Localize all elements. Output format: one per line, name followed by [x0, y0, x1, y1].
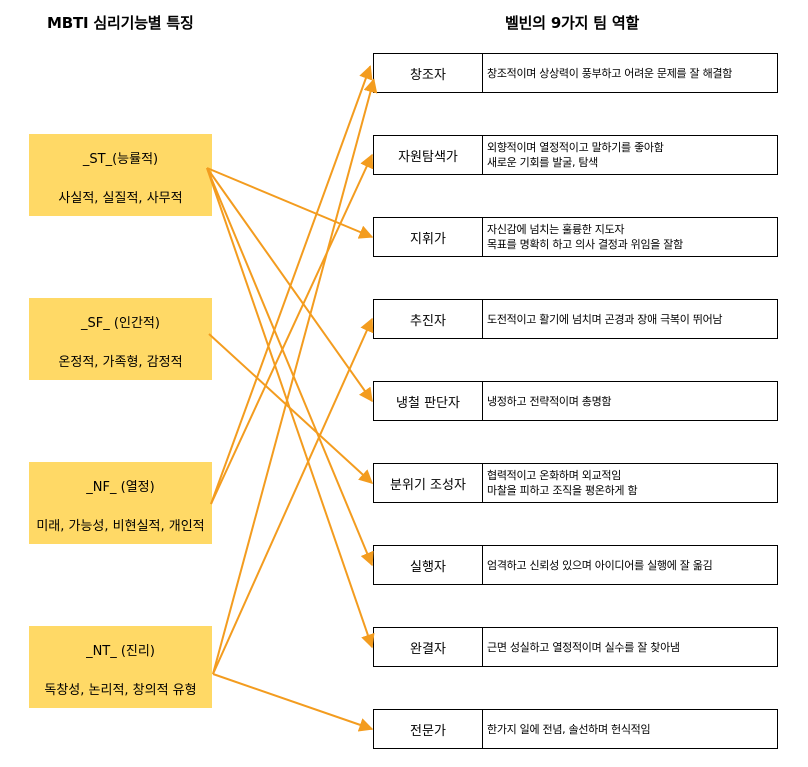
mbti-desc: 온정적, 가족형, 감정적 [58, 355, 183, 370]
role-name: 자원탐색가 [373, 135, 483, 175]
mbti-box-st: _ST_(능률적) 사실적, 실질적, 사무적 [29, 134, 212, 216]
mbti-box-sf: _SF_ (인간적) 온정적, 가족형, 감정적 [29, 298, 212, 380]
role-desc: 자신감에 넘치는 훌륭한 지도자 목표를 명확히 하고 의사 결정과 위임을 잘… [482, 217, 778, 257]
role-desc-line: 협력적이고 온화하며 외교적임 [487, 469, 622, 482]
role-desc: 도전적이고 활기에 넘치며 곤경과 장애 극복이 뛰어남 [482, 299, 778, 339]
mbti-title: _NT_ (진리) [86, 644, 155, 659]
connection-arrow [210, 65, 373, 505]
right-heading: 벨빈의 9가지 팀 역할 [505, 14, 640, 32]
role-desc-line: 엄격하고 신뢰성 있으며 아이디어를 실행에 잘 옮김 [487, 558, 713, 572]
role-desc-line: 자신감에 넘치는 훌륭한 지도자 [487, 223, 625, 236]
mbti-title: _SF_ (인간적) [81, 316, 160, 331]
role-desc-line: 냉정하고 전략적이며 총명함 [487, 394, 612, 408]
mbti-box-nf: _NF_ (열정) 미래, 가능성, 비현실적, 개인적 [29, 462, 212, 544]
role-desc: 창조적이며 상상력이 풍부하고 어려운 문제를 잘 해결함 [482, 53, 778, 93]
role-desc: 한가지 일에 전념, 솔선하며 헌식적임 [482, 709, 778, 749]
role-name: 전문가 [373, 709, 483, 749]
mbti-box-nt: _NT_ (진리) 독창성, 논리적, 창의적 유형 [29, 626, 212, 708]
role-desc: 냉정하고 전략적이며 총명함 [482, 381, 778, 421]
role-desc-line: 새로운 기회를 발굴, 탐색 [487, 156, 598, 169]
connection-arrow [208, 333, 374, 484]
mbti-desc: 미래, 가능성, 비현실적, 개인적 [36, 519, 205, 534]
role-name: 추진자 [373, 299, 483, 339]
role-desc-line: 한가지 일에 전념, 솔선하며 헌식적임 [487, 722, 651, 736]
role-desc-line: 마찰을 피하고 조직을 평온하게 함 [487, 484, 638, 497]
connection-arrow [206, 167, 374, 567]
role-desc-line: 근면 성실하고 열정적이며 실수를 잘 찾아냄 [487, 640, 680, 654]
mbti-desc: 사실적, 실질적, 사무적 [58, 191, 183, 206]
connection-arrow [212, 78, 378, 675]
role-desc: 외향적이며 열정적이고 말하기를 좋아함 새로운 기회를 발굴, 탐색 [482, 135, 778, 175]
mbti-title: _NF_ (열정) [86, 480, 155, 495]
connection-arrow [212, 673, 374, 732]
role-desc: 근면 성실하고 열정적이며 실수를 잘 찾아냄 [482, 627, 778, 667]
role-desc-line: 외향적이며 열정적이고 말하기를 좋아함 [487, 141, 664, 154]
role-name: 분위기 조성자 [373, 463, 483, 503]
role-name: 지휘가 [373, 217, 483, 257]
mbti-desc: 독창성, 논리적, 창의적 유형 [44, 683, 197, 698]
role-desc-line: 도전적이고 활기에 넘치며 곤경과 장애 극복이 뛰어남 [487, 312, 723, 326]
mbti-title: _ST_(능률적) [82, 152, 159, 167]
role-desc: 엄격하고 신뢰성 있으며 아이디어를 실행에 잘 옮김 [482, 545, 778, 585]
connection-arrow [210, 153, 374, 505]
connection-arrow [212, 317, 374, 675]
left-heading: MBTI 심리기능별 특징 [47, 14, 194, 32]
role-desc-line: 창조적이며 상상력이 풍부하고 어려운 문제를 잘 해결함 [487, 66, 733, 80]
role-name: 완결자 [373, 627, 483, 667]
role-name: 실행자 [373, 545, 483, 585]
role-name: 창조자 [373, 53, 483, 93]
role-desc: 협력적이고 온화하며 외교적임 마찰을 피하고 조직을 평온하게 함 [482, 463, 778, 503]
connection-arrow [206, 167, 374, 239]
role-desc-line: 목표를 명확히 하고 의사 결정과 위임을 잘함 [487, 238, 683, 251]
connection-arrow [206, 167, 373, 403]
